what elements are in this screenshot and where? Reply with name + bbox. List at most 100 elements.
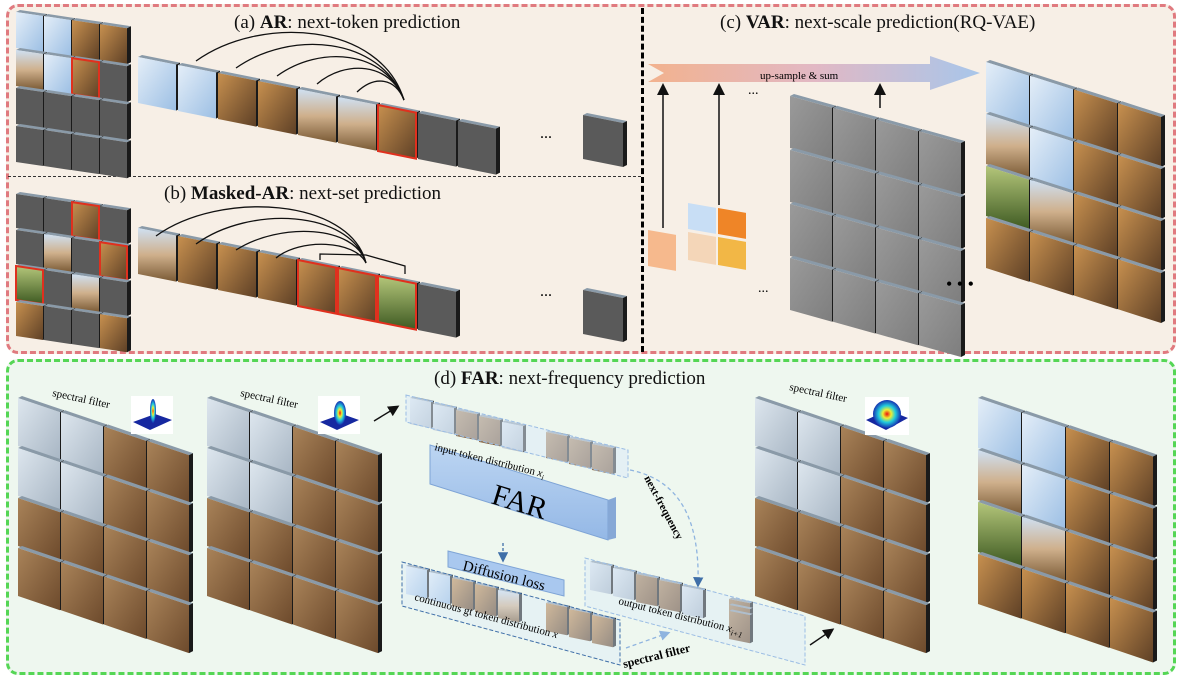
masked-ar-sequence-token: [258, 250, 300, 306]
masked-ar-sequence-token: [218, 242, 260, 298]
masked-ar-image-grid-tile: [72, 272, 103, 313]
var-output-image-grid-tile: [1118, 205, 1165, 272]
upsample-label: up-sample & sum: [760, 70, 839, 82]
diffusion-loss-block: [447, 550, 565, 597]
panel-d-title: (d) FAR: next-frequency prediction: [434, 368, 706, 389]
far-output-grid-tile: [884, 438, 930, 504]
masked-ar-image-grid-tile: [44, 232, 75, 273]
output-token-distribution-frame: [584, 557, 806, 666]
ar-image-grid-tile: [16, 124, 47, 167]
ar-image-grid-tile: [44, 128, 75, 171]
far-result-ellipsis: • • •: [946, 274, 974, 294]
far-lowfreq-grid-2-tile: [336, 488, 382, 554]
far-final-image-grid-tile: [1110, 491, 1157, 559]
next-frequency-arrow: [629, 469, 704, 588]
far-lowfreq-grid-2-tile: [336, 588, 382, 654]
var-residual-grid-tile: [919, 129, 965, 196]
masked-ar-sequence-token: [583, 288, 627, 342]
var-output-image-grid-tile: [1118, 153, 1165, 220]
masked-ar-image-grid-tile: [16, 192, 47, 233]
far-final-image-grid-tile: [1110, 439, 1157, 507]
masked-ar-sequence-token: [418, 282, 460, 338]
far-output-grid-tile: [884, 488, 930, 554]
upsample-sum-arrow: [648, 56, 980, 90]
to-output-grid-arrow: [809, 628, 835, 646]
ar-image-grid-tile: [16, 86, 47, 129]
var-output-image-grid-tile: [1118, 257, 1165, 324]
panel-divider-vertical: [641, 8, 644, 352]
spectral-filter-plot-narrow: [131, 396, 173, 434]
scale-arrows: [657, 83, 886, 228]
far-lowfreq-grid-1-tile: [147, 438, 193, 504]
ar-image-grid-tile: [44, 14, 75, 57]
var-residual-grid-tile: [919, 291, 965, 358]
var-ellipsis-top: ...: [748, 83, 759, 98]
far-final-image-grid-tile: [1110, 543, 1157, 611]
gt-token: [406, 564, 430, 599]
ar-sequence-token: [258, 79, 300, 135]
masked-ar-sequence-token: [297, 258, 340, 315]
ar-sequence-token: [338, 95, 380, 151]
far-lowfreq-grid-2-tile: [336, 438, 382, 504]
masked-ar-image-grid-tile: [100, 312, 131, 353]
masked-ar-image-grid-tile: [44, 196, 75, 237]
var-residual-grid-tile: [790, 256, 836, 322]
masked-ar-sequence-token: [377, 274, 420, 331]
var-residual-grid-tile: [919, 183, 965, 250]
ar-image-grid-tile: [100, 98, 131, 141]
panel-divider-horizontal: [8, 176, 641, 177]
output-token: [682, 584, 706, 619]
ar-image-grid-tile: [100, 136, 131, 179]
var-output-image-grid-tile: [1118, 101, 1165, 168]
ar-sequence-token: [298, 87, 340, 143]
to-input-arrow: [373, 405, 400, 422]
ar-image-grid-tile: [100, 22, 131, 65]
var-residual-grid-tile: [919, 237, 965, 304]
ar-image-grid-tile: [71, 56, 103, 100]
spectral-filter-label-2: spectral filter: [239, 387, 299, 411]
far-final-image-grid-tile: [1110, 595, 1157, 663]
ar-image-grid-tile: [16, 48, 47, 91]
masked-ar-image-grid-tile: [72, 308, 103, 349]
masked-ar-image-grid-tile: [100, 204, 131, 245]
masked-ar-image-grid-tile: [99, 240, 131, 282]
masked-ar-image-grid-tile: [72, 236, 103, 277]
far-output-grid-tile: [884, 538, 930, 604]
gt-token: [592, 613, 616, 648]
spectral-filter-bottom-label: spectral filter: [621, 640, 692, 670]
spectral-filter-plot-medium: [318, 396, 360, 434]
ar-sequence-token: [138, 55, 180, 111]
panel-c-title: (c) VAR: next-scale prediction(RQ-VAE): [720, 12, 1036, 33]
ar-dependency-arcs: [195, 31, 405, 101]
masked-ar-image-grid-tile: [44, 304, 75, 345]
ar-sequence-token: [458, 119, 500, 175]
ar-image-grid-tile: [72, 18, 103, 61]
ar-sequence-token: [377, 103, 420, 160]
masked-ar-image-grid-tile: [71, 200, 103, 242]
ar-ellipsis-a: ...: [540, 125, 552, 142]
spectral-filter-plot-wide: [865, 397, 909, 435]
masked-ar-sequence-token: [337, 266, 380, 323]
ar-sequence-token: [218, 71, 260, 127]
gt-to-output-arrow: [625, 630, 671, 649]
var-residual-grid-tile: [876, 279, 922, 346]
ar-image-grid-tile: [16, 10, 47, 53]
ar-image-grid-tile: [100, 60, 131, 103]
far-transformer-block: [429, 444, 616, 541]
masked-ar-image-grid-tile: [15, 264, 47, 306]
gt-token-distribution-frame: [401, 561, 621, 666]
far-lowfreq-grid-1-tile: [147, 588, 193, 654]
masked-ar-image-grid-tile: [100, 276, 131, 317]
panel-b-title: (b) Masked-AR: next-set prediction: [164, 183, 442, 204]
far-lowfreq-grid-2-tile: [336, 538, 382, 604]
masked-ar-dependency-arcs: [155, 206, 406, 274]
gt-token: [452, 576, 476, 611]
far-lowfreq-grid-1-tile: [147, 488, 193, 554]
gt-token: [569, 607, 593, 642]
ar-sequence-token: [583, 113, 627, 167]
ar-image-grid-tile: [44, 52, 75, 95]
spectral-filter-label-1: spectral filter: [51, 387, 111, 411]
spectral-filter-label-3: spectral filter: [788, 381, 848, 405]
scale-1-token: [648, 230, 676, 271]
